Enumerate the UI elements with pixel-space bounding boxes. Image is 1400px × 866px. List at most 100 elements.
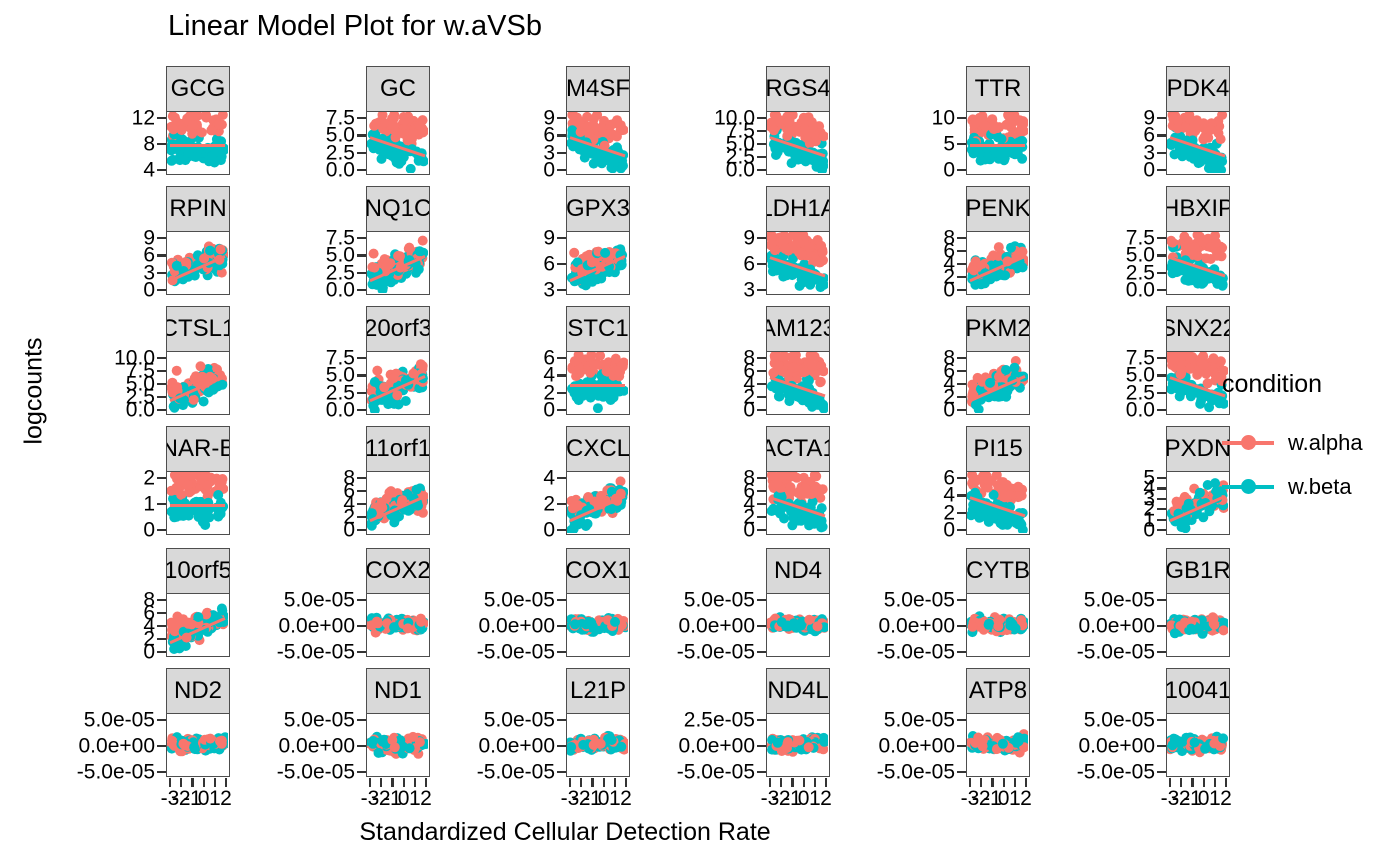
y-tick-label: 2 [143,466,155,490]
facet-panel [1166,351,1230,415]
facet-strip: COX2 [366,548,430,594]
facet-scatter [567,730,628,756]
facet-l21p: L21P [566,668,630,778]
y-tick-label: 7.5 [1125,226,1155,250]
x-tick-label: 0 [197,787,210,810]
y-tick-label: 0.0e+00 [678,734,756,758]
facet-panel [566,471,630,535]
facet-panel [1166,471,1230,535]
y-tick-label: 5.0 [325,243,355,267]
facet-nd4l: ND4L [766,668,830,778]
x-tick-label: 2 [820,787,832,810]
x-tick-label: -3 [760,787,780,810]
facet-scatter [367,483,428,531]
facet-scatter [767,612,828,637]
facet-strip: PI15 [966,426,1030,472]
x-tick-label: 0 [397,787,410,810]
x-tick-label: -2 [971,787,991,810]
x-tick-label: 1 [608,787,621,810]
y-tick-label: 7.5 [1125,346,1155,370]
facet-20orf3: 20orf3 [366,306,430,416]
legend-item-w-beta[interactable]: w.beta [1222,465,1397,509]
y-tick-label: 2 [943,501,955,525]
y-tick-marks [557,714,566,778]
facet-pdk4: PDK4 [1166,66,1230,176]
facet-scatter [1167,731,1228,758]
facet-panel [366,593,430,657]
facet-strip: ACTA1 [766,426,830,472]
facet-strip-label: GC [380,75,416,102]
y-tick-label: 0.0e+00 [278,734,356,758]
facet-panel [166,231,230,295]
x-tick-label: -2 [771,787,791,810]
facet-strip: NAR-B [166,426,230,472]
y-tick-label: 6 [343,479,355,503]
facet-strip: ND1 [366,668,430,714]
facet-ldh1a: LDH1A [766,186,830,296]
y-tick-label: 6 [143,243,155,267]
y-tick-label: 5.0e-05 [883,588,955,612]
facet-nd4: ND4 [766,548,830,658]
facet-strip-label: PXDN [1166,435,1230,462]
x-tick-label: -1 [383,787,402,810]
x-tick-label: -1 [583,787,602,810]
facet-nd2: ND2 [166,668,230,778]
facet-strip-label: HBXIP [1167,195,1229,222]
y-tick-label: 4 [143,614,155,638]
y-tick-label: 0 [143,518,155,542]
facet-atp8: ATP8 [966,668,1030,778]
y-tick-label: 0 [343,518,355,542]
facet-strip-label: PDK4 [1166,75,1230,102]
y-tick-marks [1157,232,1166,296]
y-tick-label: 2 [743,505,755,529]
facet-scatter [967,241,1028,290]
y-tick-label: 5.0e-05 [1083,708,1155,732]
y-tick-label: 5.0 [325,363,355,387]
facet-cox1: COX1 [566,548,630,658]
legend-item-w-alpha[interactable]: w.alpha [1222,421,1397,465]
y-tick-label: 9 [543,106,555,130]
y-tick-marks [757,232,766,296]
facet-panel [366,111,430,175]
y-tick-label: 9 [143,226,155,250]
y-tick-label: 3 [543,141,555,165]
y-tick-label: 5.0 [125,372,155,396]
y-tick-marks [557,232,566,296]
y-tick-label: 4 [743,492,755,516]
facet-panel [166,111,230,175]
x-tick-marks [366,778,430,787]
facet-panel [566,593,630,657]
y-tick-label: 0 [743,518,755,542]
y-tick-marks [957,472,966,536]
facet-panel [766,351,830,415]
facet-strip: NQ1C [366,186,430,232]
y-tick-label: 0 [143,278,155,302]
facet-strip: ND4 [766,548,830,594]
y-tick-label: 6 [543,252,555,276]
facet-pxdn: PXDN [1166,426,1230,536]
y-tick-label: 6 [943,359,955,383]
y-tick-label: 2.5 [325,261,355,285]
x-tick-label: -3 [560,787,580,810]
y-tick-label: 3 [543,278,555,302]
facet-panel [966,713,1030,777]
y-tick-label: 2 [143,627,155,651]
y-tick-label: 0 [743,398,755,422]
x-tick-label: 1 [808,787,821,810]
facet-strip-label: CYTB [966,557,1030,584]
x-tick-label: -2 [1171,787,1191,810]
facet-strip: 11orf1 [366,426,430,472]
facet-pkm2: PKM2 [966,306,1030,416]
